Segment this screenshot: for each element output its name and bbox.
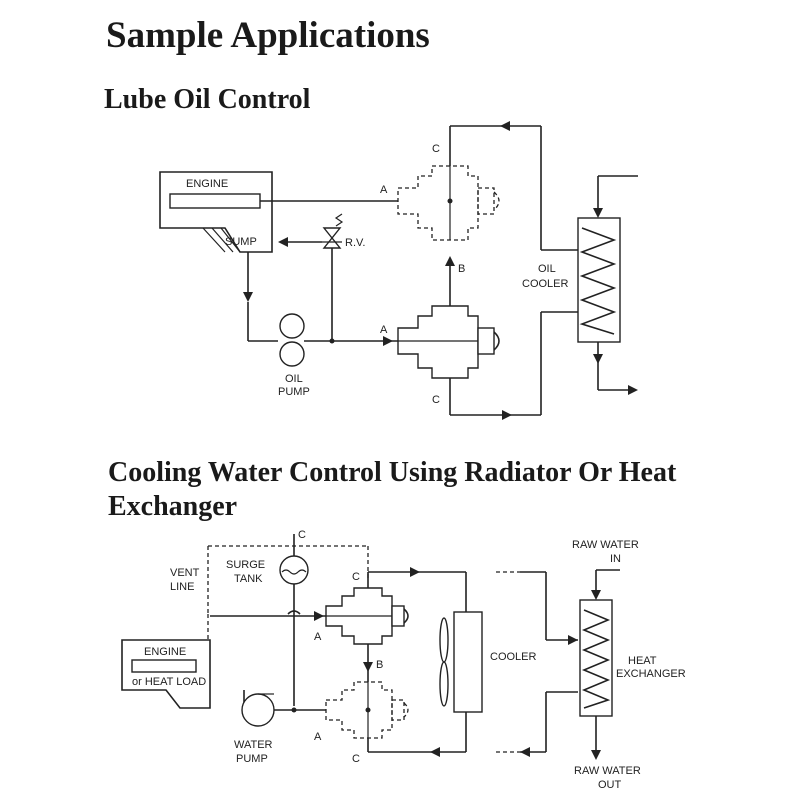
cooler-label: COOLER (490, 651, 537, 663)
oil-cooler: OIL COOLER (522, 217, 621, 343)
surge-tank: SURGE TANK C (226, 529, 309, 585)
water-pump: WATER PUMP (234, 690, 275, 765)
lube-oil-diagram: ENGINE SUMP R.V. (159, 121, 638, 420)
upper-port-a-label-2: A (314, 631, 322, 643)
oil-pump-label-2: PUMP (278, 386, 310, 398)
upper-port-a-label: A (380, 184, 388, 196)
upper-port-c-label-2: C (352, 571, 360, 583)
raw-water-out-label-1: RAW WATER (574, 765, 641, 777)
upper-valve-2: C (325, 571, 409, 645)
engine-block: ENGINE SUMP (159, 171, 273, 253)
page-title: Sample Applications (106, 15, 430, 56)
surge-port-c-label: C (298, 529, 306, 541)
oil-cooler-label-1: OIL (538, 263, 556, 275)
lube-oil-heading: Lube Oil Control (104, 84, 311, 115)
vent-line-label-1: VENT (170, 567, 200, 579)
cooling-water-heading: Cooling Water Control Using Radiator Or … (108, 457, 677, 522)
upper-port-c-label: C (432, 143, 440, 155)
surge-tank-label-2: TANK (234, 573, 263, 585)
oil-pump: OIL PUMP (278, 313, 310, 398)
relief-valve: R.V. (278, 213, 365, 341)
rv-label: R.V. (345, 237, 365, 249)
port-b-label-2: B (376, 659, 383, 671)
heat-load-label: or HEAT LOAD (132, 676, 206, 688)
water-pump-label-2: PUMP (236, 753, 268, 765)
port-b-label: B (458, 263, 465, 275)
water-pump-label-1: WATER (234, 739, 273, 751)
engine-label-2: ENGINE (144, 646, 186, 658)
lower-port-c-label-2: C (352, 753, 360, 765)
engine-label: ENGINE (186, 178, 228, 190)
lower-port-a-label: A (380, 324, 388, 336)
top-thermostatic-valve: C A (380, 143, 500, 241)
raw-water-out-label-2: OUT (598, 779, 622, 791)
cooling-water-diagram: VENT LINE SURGE TANK C ENGINE (121, 529, 686, 791)
raw-water-in-label-2: IN (610, 553, 621, 565)
heat-exchanger: HEAT EXCHANGER (579, 599, 686, 717)
vent-line-label-2: LINE (170, 581, 194, 593)
lower-valve-2: C (325, 681, 409, 765)
lower-port-c-label: C (432, 394, 440, 406)
engine-block-2: ENGINE or HEAT LOAD (121, 639, 211, 709)
lower-port-a-label-2: A (314, 731, 322, 743)
heat-exchanger-label-1: HEAT (628, 655, 657, 667)
bottom-thermostatic-valve: C (397, 305, 500, 406)
oil-pump-label-1: OIL (285, 373, 303, 385)
oil-cooler-label-2: COOLER (522, 278, 569, 290)
cooler-radiator: COOLER (439, 611, 537, 713)
sump-label: SUMP (225, 236, 257, 248)
heat-exchanger-label-2: EXCHANGER (616, 668, 686, 680)
raw-water-in-label-1: RAW WATER (572, 539, 639, 551)
surge-tank-label-1: SURGE (226, 559, 265, 571)
